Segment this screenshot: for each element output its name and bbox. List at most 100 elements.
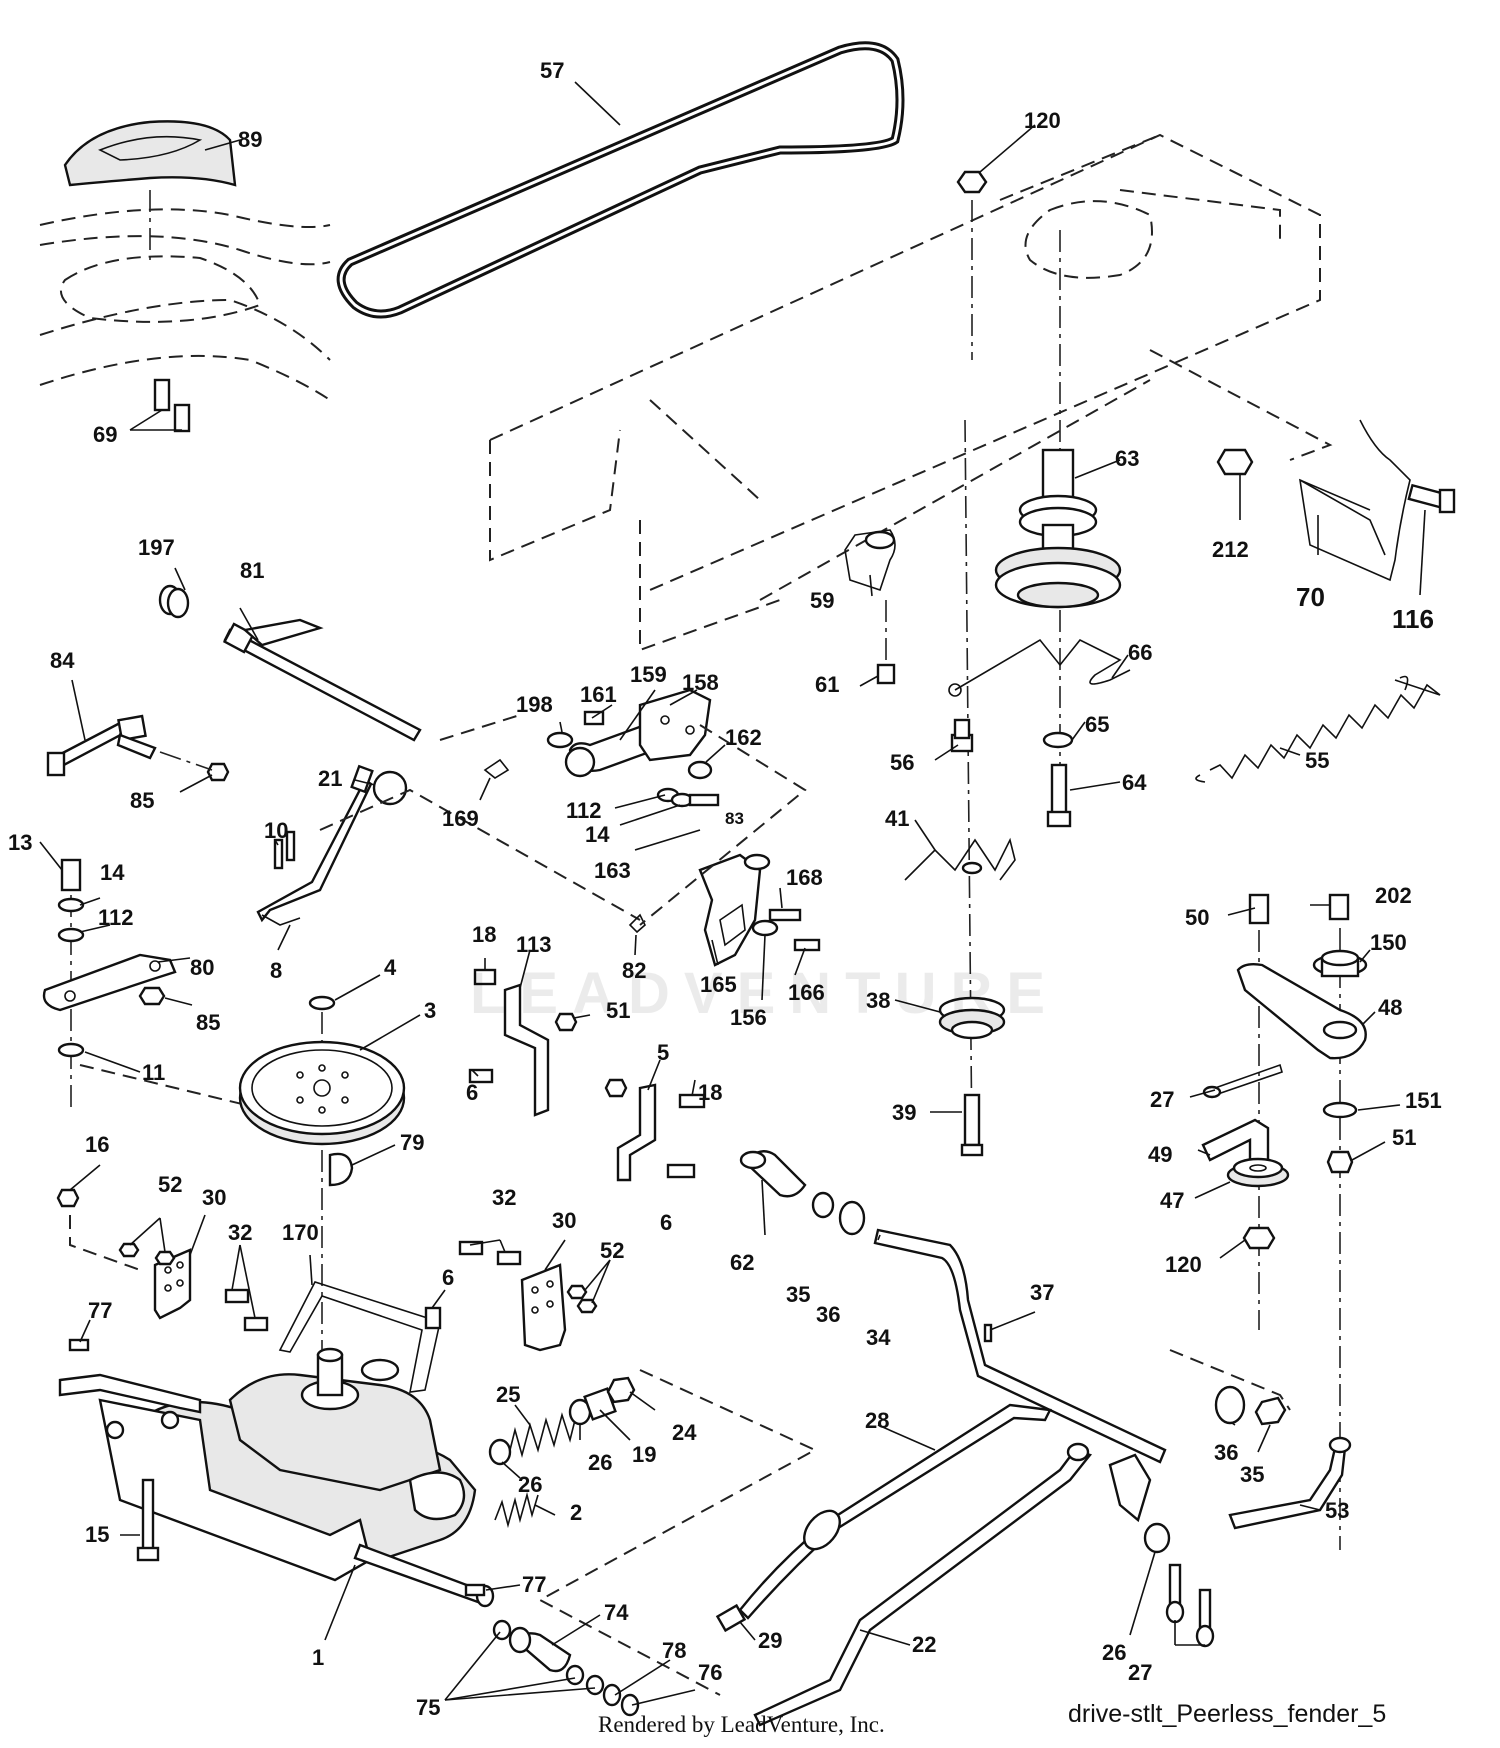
render-credit: Rendered by LeadVenture, Inc. bbox=[598, 1712, 885, 1737]
rod-53 bbox=[1228, 1436, 1352, 1530]
idler-pulley-38 bbox=[938, 996, 1006, 1040]
callout-83: 83 bbox=[725, 809, 744, 828]
spring-55 bbox=[1195, 675, 1441, 783]
callout-150: 150 bbox=[1370, 930, 1407, 955]
callout-89: 89 bbox=[238, 127, 262, 152]
callout-30-left: 30 bbox=[202, 1185, 226, 1210]
callout-85-lower: 85 bbox=[196, 1010, 220, 1035]
callout-151: 151 bbox=[1405, 1088, 1442, 1113]
pin-37 bbox=[983, 1323, 993, 1343]
nut-24 bbox=[606, 1376, 636, 1404]
callout-56: 56 bbox=[890, 750, 914, 775]
bushing-74 bbox=[508, 1626, 572, 1673]
bushing-162 bbox=[687, 760, 713, 780]
callout-159: 159 bbox=[630, 662, 667, 687]
callout-120-top: 120 bbox=[1024, 108, 1061, 133]
callout-24: 24 bbox=[672, 1420, 697, 1445]
wire-clip-41 bbox=[904, 837, 1016, 881]
callout-6-lower: 6 bbox=[660, 1210, 672, 1235]
callout-170: 170 bbox=[282, 1220, 319, 1245]
callout-18-upper: 18 bbox=[472, 922, 496, 947]
callout-55: 55 bbox=[1305, 748, 1329, 773]
callout-32-right: 32 bbox=[492, 1185, 516, 1210]
bolts-32-right bbox=[458, 1240, 522, 1266]
bolt-202 bbox=[1328, 893, 1350, 1550]
callout-77-left: 77 bbox=[88, 1298, 112, 1323]
bolts-32-left bbox=[224, 1288, 269, 1332]
tractor-frame bbox=[489, 133, 1333, 652]
callout-10: 10 bbox=[264, 818, 288, 843]
callout-25: 25 bbox=[496, 1382, 520, 1407]
bolt-56 bbox=[950, 718, 974, 753]
bolt-39 bbox=[960, 1093, 984, 1157]
callout-76: 76 bbox=[698, 1660, 722, 1685]
callout-26-top: 26 bbox=[588, 1450, 612, 1475]
callout-29: 29 bbox=[758, 1628, 782, 1653]
callout-156: 156 bbox=[730, 1005, 767, 1030]
bracket-5 bbox=[616, 1083, 657, 1182]
callout-158: 158 bbox=[682, 670, 719, 695]
callout-35-left: 35 bbox=[786, 1282, 810, 1307]
washer-36-right bbox=[1214, 1385, 1246, 1425]
mount-bracket-30-right bbox=[520, 1263, 567, 1352]
belt-guide-70 bbox=[1298, 419, 1411, 582]
rod-dashline bbox=[1169, 1349, 1291, 1411]
callout-75: 75 bbox=[416, 1695, 440, 1720]
nut-120-bottom bbox=[1242, 1226, 1276, 1250]
callout-36-left: 36 bbox=[816, 1302, 840, 1327]
callout-70: 70 bbox=[1296, 582, 1325, 612]
callout-52-left: 52 bbox=[158, 1172, 182, 1197]
callout-81: 81 bbox=[240, 558, 264, 583]
shift-lever-8 bbox=[256, 764, 374, 926]
rod-end-29 bbox=[715, 1603, 747, 1633]
callout-80: 80 bbox=[190, 955, 214, 980]
clip-169 bbox=[483, 758, 510, 779]
callout-13: 13 bbox=[8, 830, 32, 855]
transaxle-pulley-3 bbox=[238, 1040, 406, 1146]
spacer-150 bbox=[1312, 949, 1368, 978]
plate-80 bbox=[42, 953, 177, 1012]
callout-212: 212 bbox=[1212, 537, 1249, 562]
callout-6-transaxle: 6 bbox=[442, 1265, 454, 1290]
callout-14-left: 14 bbox=[100, 860, 125, 885]
callout-14-upper: 14 bbox=[585, 822, 610, 847]
shift-rod-22 bbox=[753, 1442, 1093, 1727]
callout-18-lower: 18 bbox=[698, 1080, 722, 1105]
nuts-52-left bbox=[118, 1242, 176, 1266]
callout-82: 82 bbox=[622, 958, 646, 983]
bushing-62 bbox=[739, 1150, 807, 1198]
callout-169: 169 bbox=[442, 806, 479, 831]
washer-65 bbox=[1042, 731, 1074, 749]
callout-63: 63 bbox=[1115, 446, 1139, 471]
callout-27-lower: 27 bbox=[1128, 1660, 1152, 1685]
callout-26-left: 26 bbox=[518, 1472, 542, 1497]
callout-5: 5 bbox=[657, 1040, 669, 1065]
callout-39: 39 bbox=[892, 1100, 916, 1125]
callout-36-right: 36 bbox=[1214, 1440, 1238, 1465]
linkage-84 bbox=[46, 714, 157, 777]
callout-27-upper: 27 bbox=[1150, 1087, 1174, 1112]
callout-19: 19 bbox=[632, 1442, 656, 1467]
callout-69: 69 bbox=[93, 422, 117, 447]
callout-198: 198 bbox=[516, 692, 553, 717]
callout-197: 197 bbox=[138, 535, 175, 560]
callout-166: 166 bbox=[788, 980, 825, 1005]
bracket-113 bbox=[503, 983, 550, 1117]
bolt-50 bbox=[1248, 893, 1270, 1330]
fender-bolts-69 bbox=[129, 378, 191, 433]
callout-52-right: 52 bbox=[600, 1238, 624, 1263]
bolt-64 bbox=[1046, 763, 1072, 828]
bolt-161 bbox=[583, 710, 605, 726]
idler-pulley-47 bbox=[1226, 1157, 1290, 1188]
callout-116: 116 bbox=[1392, 604, 1434, 634]
nut-51-lower bbox=[604, 1078, 628, 1098]
callout-3: 3 bbox=[424, 998, 436, 1023]
bushing-197 bbox=[158, 584, 190, 619]
washer-151 bbox=[1322, 1101, 1358, 1119]
callout-26-bottom: 26 bbox=[1102, 1640, 1126, 1665]
callout-11: 11 bbox=[142, 1060, 165, 1085]
callout-64: 64 bbox=[1122, 770, 1147, 795]
nut-212 bbox=[1216, 448, 1254, 476]
bracket-165 bbox=[698, 853, 762, 967]
brake-rod-28 bbox=[738, 1403, 1052, 1620]
